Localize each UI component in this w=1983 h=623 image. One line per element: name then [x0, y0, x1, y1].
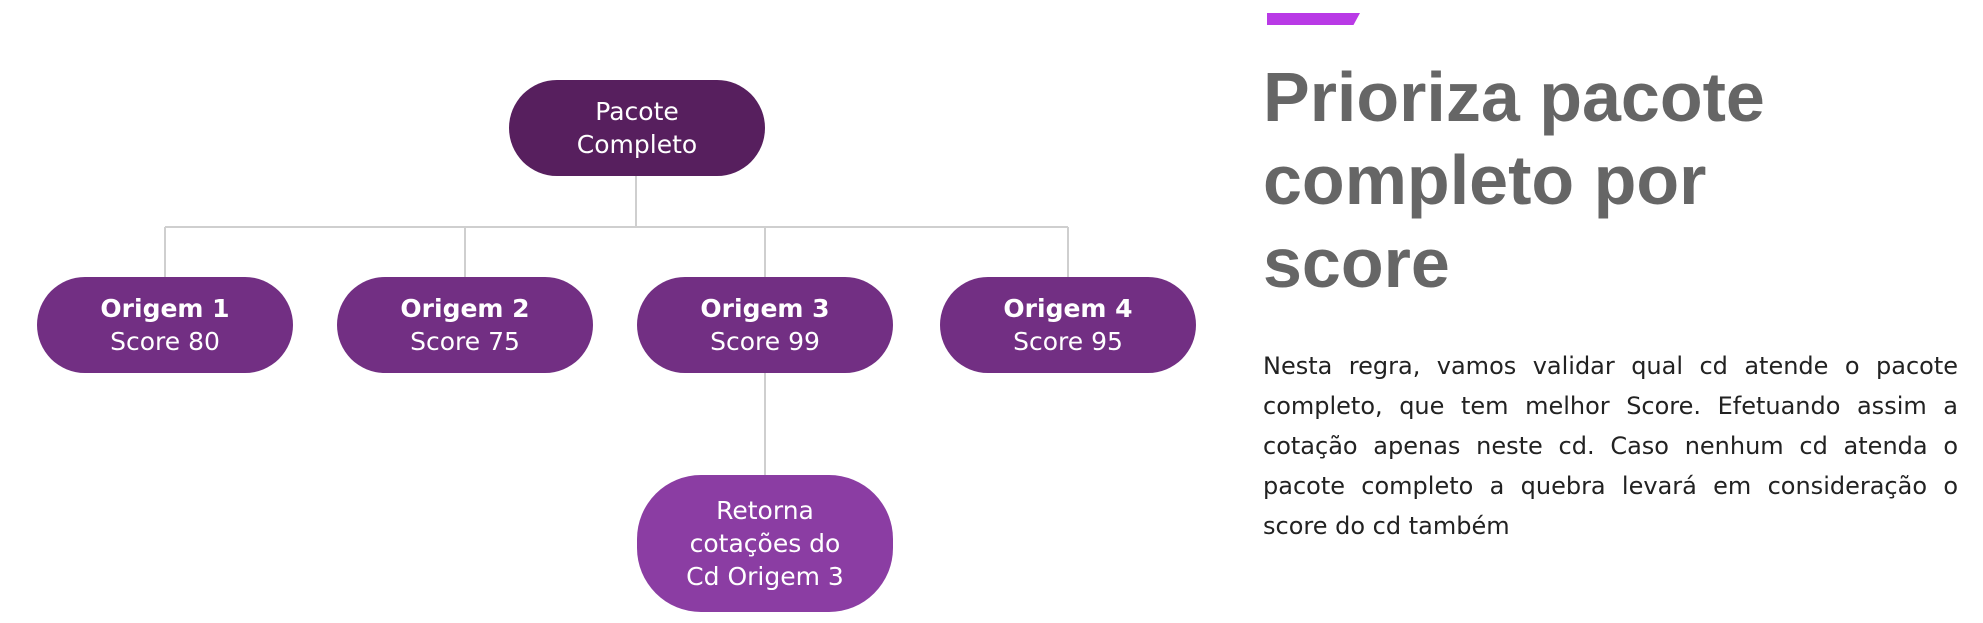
description-line-3: cotação apenas neste cd. Caso nenhum cd …	[1263, 432, 1958, 460]
origin-node-3-score: Score 99	[710, 327, 820, 356]
description-line-2: completo, que tem melhor Score. Efetuand…	[1263, 392, 1958, 420]
origin-node-4-name: Origem 4	[1003, 294, 1133, 323]
page-title: Prioriza pacote completo por score	[1263, 56, 1903, 305]
title-line-1: Prioriza pacote	[1263, 58, 1765, 136]
result-node-line-1: Retorna	[716, 496, 814, 525]
origin-node-4: Origem 4 Score 95	[940, 277, 1196, 373]
result-node-line-3: Cd Origem 3	[686, 562, 844, 591]
description-paragraph: Nesta regra, vamos validar qual cd atend…	[1263, 346, 1958, 546]
origin-node-2-name: Origem 2	[400, 294, 530, 323]
title-line-3: score	[1263, 224, 1450, 302]
origin-node-1: Origem 1 Score 80	[37, 277, 293, 373]
result-node: Retorna cotações do Cd Origem 3	[637, 475, 893, 612]
origin-node-1-score: Score 80	[110, 327, 220, 356]
origin-node-3-name: Origem 3	[700, 294, 830, 323]
origin-node-2: Origem 2 Score 75	[337, 277, 593, 373]
org-diagram	[164, 176, 1069, 475]
description-line-4: pacote completo a quebra levará em consi…	[1263, 472, 1958, 500]
result-node-line-2: cotações do	[689, 529, 841, 558]
origin-node-4-score: Score 95	[1013, 327, 1123, 356]
title-line-2: completo por	[1263, 141, 1707, 219]
accent-bar	[1267, 13, 1360, 25]
root-node-pacote-completo: Pacote Completo	[509, 80, 765, 176]
origin-node-3: Origem 3 Score 99	[637, 277, 893, 373]
root-node-line-2: Completo	[576, 130, 698, 159]
origin-node-1-name: Origem 1	[100, 294, 230, 323]
description-line-5: score do cd também	[1263, 512, 1510, 540]
root-node-line-1: Pacote	[595, 97, 679, 126]
description-line-1: Nesta regra, vamos validar qual cd atend…	[1263, 352, 1958, 380]
origin-node-2-score: Score 75	[410, 327, 520, 356]
